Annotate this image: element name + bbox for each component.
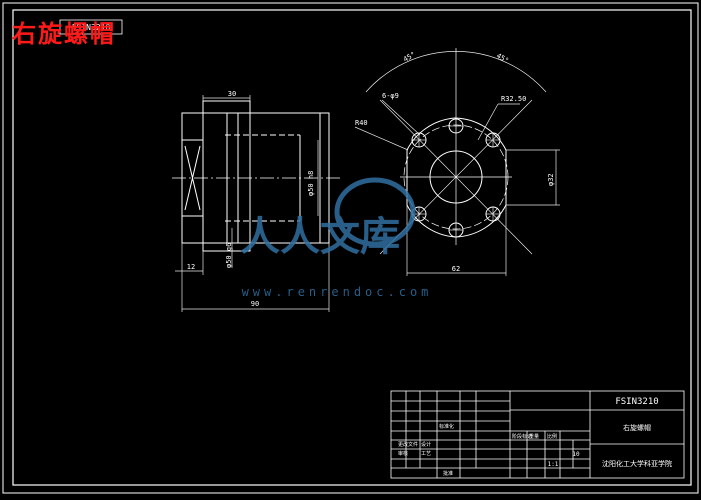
tb-label-1: 更改文件: [398, 441, 418, 448]
dim-width: 62: [452, 265, 460, 273]
dim-right: φ32: [547, 173, 555, 186]
tb-school: 沈阳化工大学科亚学院: [602, 459, 672, 468]
code-text: FSIN3210: [72, 23, 111, 32]
tb-col-c: 比例: [547, 433, 557, 440]
code-box: [59, 19, 123, 35]
watermark: 人人文库 www.renrendoc.com: [240, 177, 433, 299]
watermark-url: www.renrendoc.com: [242, 285, 433, 299]
front-flange: [202, 100, 251, 252]
outer-frame: [2, 2, 699, 494]
inner-frame: [12, 9, 692, 486]
tb-label-5: 标准化: [439, 423, 454, 430]
dim-holes: 6-φ9: [382, 92, 399, 100]
dim-bolt-circle: R32.50: [501, 95, 526, 103]
dim-left-step: 12: [187, 263, 195, 271]
tb-scale: 1:1: [548, 461, 559, 468]
dim-top-width: 30: [228, 90, 236, 98]
dim-thread-diameter: φ50 g6: [225, 243, 233, 268]
front-dimensions: [175, 95, 330, 312]
tb-label-6: 批准: [443, 470, 453, 477]
tb-col-a: 阶段标记: [512, 433, 532, 440]
tb-col-b: 重量: [529, 433, 539, 440]
tb-sheets: 10: [572, 451, 580, 458]
tb-label-2: 设计: [421, 441, 431, 448]
front-view: [172, 100, 340, 252]
watermark-text: 人人文库: [240, 214, 400, 260]
tb-label-3: 审核: [398, 450, 408, 457]
tb-label-4: 工艺: [421, 451, 431, 457]
page-title: 右旋螺帽: [12, 20, 116, 48]
tb-part-name: 右旋螺帽: [623, 423, 651, 432]
title-block-border: [390, 390, 685, 479]
dim-overall-length: 90: [251, 300, 259, 308]
dim-outer-diameter: φ50 h8: [307, 171, 315, 196]
tb-drawing-number: FSIN3210: [615, 397, 658, 407]
watermark-ring: [334, 177, 416, 247]
title-block: [390, 390, 685, 479]
end-view: [379, 48, 533, 255]
dim-flange-radius: R40: [355, 119, 368, 127]
end-dimensions: [354, 51, 560, 276]
dim-angle-left: 45°: [402, 50, 417, 63]
